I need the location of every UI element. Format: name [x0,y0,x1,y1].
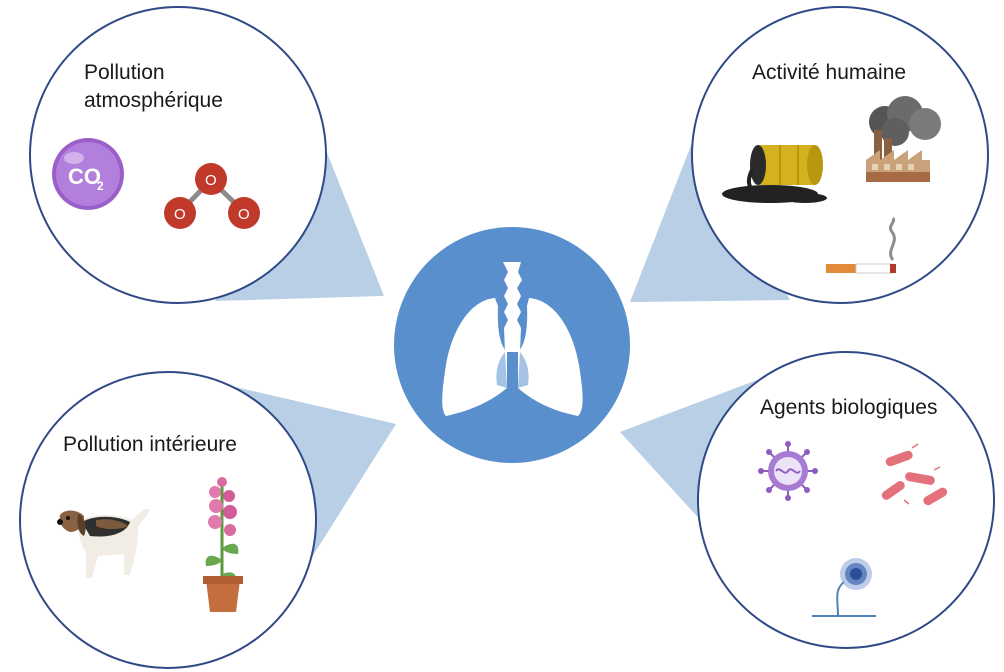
bubble-atmospheric-pollution [29,6,327,304]
dog-icon [57,508,150,578]
lungs-icon [442,262,583,416]
factory-icon [866,96,941,182]
oil-barrel-icon [722,145,827,203]
human-activity-title: Activité humaine [752,61,906,84]
co2-label: CO [68,164,101,189]
co2-icon: CO 2 [52,138,124,210]
virus-icon [758,441,818,501]
bubble-biological-agents [697,351,995,649]
co2-subscript: 2 [97,179,104,193]
ozone-molecule-icon: O O O [164,163,260,229]
bacteria-icon [881,443,948,506]
cigarette-icon [826,217,896,274]
potted-plant-icon [203,477,243,612]
ozone-atom-left-label: O [174,206,186,223]
bubble-indoor-pollution [19,371,317,669]
mold-spore-icon [812,558,876,617]
biological-agents-title: Agents biologiques [760,396,937,419]
indoor-pollution-title: Pollution intérieure [63,433,237,456]
atmospheric-title-line1: Pollution [84,61,165,84]
ozone-atom-top-label: O [205,172,217,189]
atmospheric-title-line2: atmosphérique [84,89,223,112]
bubble-human-activity [691,6,989,304]
ozone-atom-right-label: O [238,206,250,223]
